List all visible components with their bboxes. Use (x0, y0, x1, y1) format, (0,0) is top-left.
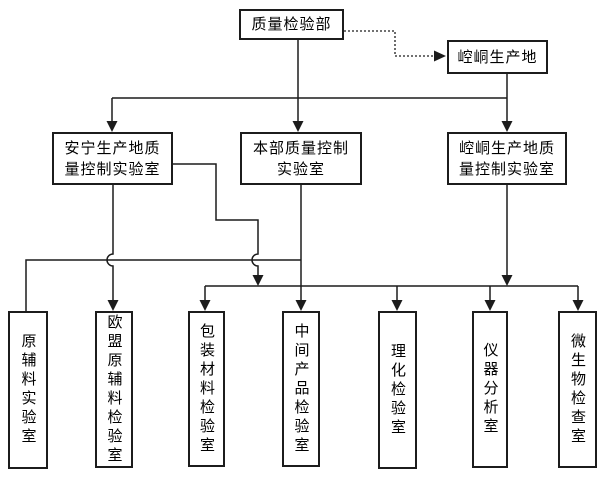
node-qc-dept: 质量检验部 (239, 9, 344, 40)
node-physical-chemical-lab: 理化检验室 (378, 311, 417, 469)
node-kongtong-site-label: 崆峒生产地 (457, 47, 538, 66)
node-packaging-materials-lab-label: 包装材料检验室 (198, 322, 216, 456)
node-kongtong-lab: 崆峒生产地质 量控制实验室 (447, 132, 567, 185)
connector-bus1 (25, 259, 301, 311)
node-eu-raw-materials-lab: 欧盟原辅料检验室 (95, 311, 133, 468)
node-hq-lab-label: 本部质量控制 实验室 (252, 138, 349, 178)
node-physical-chemical-lab-label: 理化检验室 (389, 342, 407, 438)
node-kongtong-lab-label: 崆峒生产地质 量控制实验室 (458, 138, 555, 178)
node-intermediate-product-lab: 中间产品检验室 (282, 311, 320, 467)
node-qc-dept-label: 质量检验部 (251, 15, 332, 33)
node-eu-raw-materials-lab-label: 欧盟原辅料检验室 (105, 313, 124, 466)
connector-anning-to-eu-lab (106, 184, 114, 300)
arrowhead-into-instrument-lab (484, 300, 496, 311)
node-hq-lab: 本部质量控制 实验室 (240, 132, 362, 185)
arrowhead-into-packaging-lab (199, 300, 211, 311)
arrowhead-into-intermediate-lab (295, 300, 307, 311)
arrowhead-anning-onto-bus2 (252, 275, 264, 286)
arrowhead-kongtong-onto-bus2 (501, 275, 513, 286)
connector-anning-to-bottom-bus (173, 163, 259, 275)
arrowhead-into-hq-lab (292, 121, 304, 132)
arrowhead-into-physchem-lab (391, 300, 403, 311)
node-anning-lab-label: 安宁生产地质 量控制实验室 (64, 138, 161, 178)
node-microbiology-lab: 微生物检查室 (558, 311, 597, 468)
node-raw-materials-lab: 原辅料实验室 (8, 311, 48, 469)
arrowhead-into-kongtong-site (434, 50, 446, 62)
node-instrument-analysis-lab-label: 仪器分析室 (481, 342, 500, 437)
node-anning-lab: 安宁生产地质 量控制实验室 (52, 132, 173, 185)
arrowhead-into-microbio-lab (572, 300, 584, 311)
connector-dotted-qcdept-to-kongtong-site (344, 30, 434, 57)
node-intermediate-product-lab-label: 中间产品检验室 (292, 322, 311, 456)
arrowhead-into-eu-lab (107, 300, 119, 311)
node-instrument-analysis-lab: 仪器分析室 (472, 311, 508, 468)
node-kongtong-site: 崆峒生产地 (447, 40, 548, 74)
node-raw-materials-lab-label: 原辅料实验室 (19, 333, 38, 447)
node-packaging-materials-lab: 包装材料检验室 (188, 311, 225, 467)
arrowhead-into-kongtong-lab (501, 121, 513, 132)
arrowhead-into-anning-lab (106, 121, 118, 132)
node-microbiology-lab-label: 微生物检查室 (569, 332, 587, 447)
